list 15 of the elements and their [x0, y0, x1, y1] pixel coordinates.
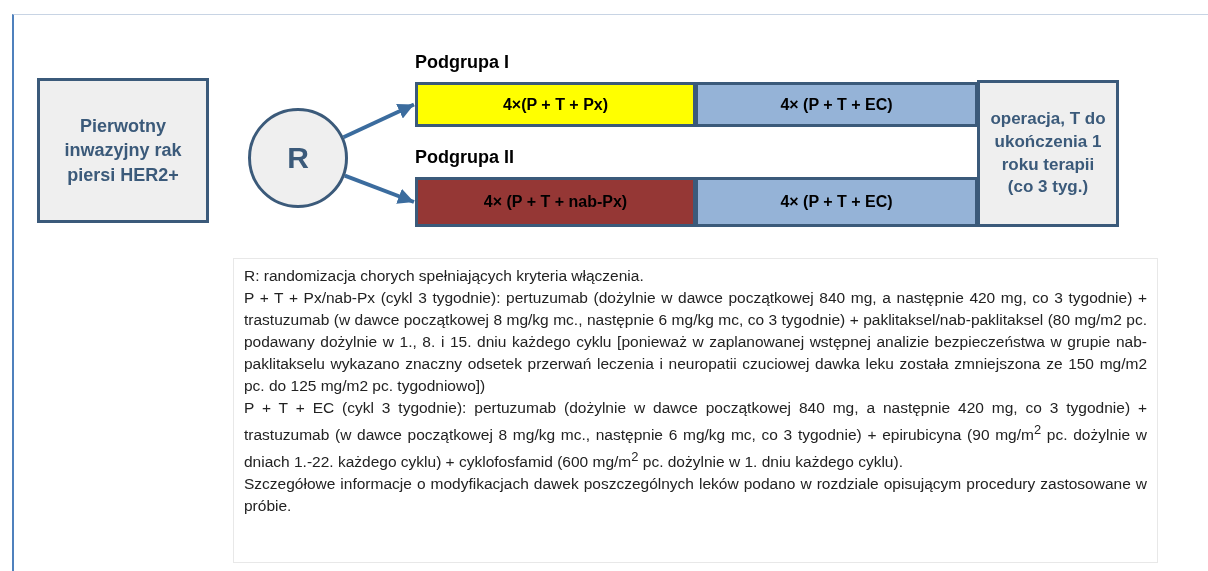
surgery-box: operacja, T do ukończenia 1 roku terapii (co 3 tyg.) [977, 80, 1119, 227]
note-paragraph: Szczegółowe informacje o modyfikacjach dawek poszczególnych leków podano w rozdziale opisującym procedury zastosowane w próbie. [244, 474, 1147, 517]
arrow [342, 102, 415, 140]
treatment-box: 4× (P + T + EC) [695, 177, 978, 227]
note-paragraph: P + T + Px/nab-Px (cykl 3 tygodnie): pertuzumab (dożylnie w dawce początkowej 840 mg, a następnie 420 mg, co 3 tygodnie) + trastuzumab (w dawce początkowej 8 mg/kg mc., następnie 6 mg/kg mc, co 3 tygodnie) + paklitaksel/nab-paklitaksel (80 mg/m2 pc. podawany dożylnie w 1., 8. i 15. dniu każdego cyklu [ponieważ w zaplanowanej wstępnej analizie bezpieczeństwa w grupie nab-paklitakselu wykazano znaczny odsetek przerwań leczenia i neuropatii czuciowej dawka leku została zmniejszona ze 150 mg/m2 pc. do 125 mg/m2 pc. tygodniowo]) [244, 288, 1147, 396]
treatment-box: 4× (P + T + EC) [695, 82, 978, 127]
arrow [344, 173, 415, 204]
treatment-box: 4× (P + T + nab-Px) [415, 177, 696, 227]
note-paragraph: P + T + EC (cykl 3 tygodnie): pertuzumab (dożylnie w dawce początkowej 840 mg, a następnie 420 mg, co 3 tygodnie) + trastuzumab (w dawce początkowej 8 mg/kg mc., następnie 6 mg/kg mc, co 3 tygodnie) + epirubicyna (90 mg/m$^{2}$ pc. dożylnie w dniach 1.-22. każdego cyklu) + cyklofosfamid (600 mg/m$^{2}$ pc. dożylnie w 1. dniu każdego cyklu). [244, 398, 1147, 473]
randomization-circle: R [248, 108, 348, 208]
group-heading: Podgrupa II [415, 147, 514, 168]
treatment-box: 4×(P + T + Px) [415, 82, 696, 127]
entry-box: Pierwotny inwazyjny rak piersi HER2+ [37, 78, 209, 223]
group-heading: Podgrupa I [415, 52, 509, 73]
note-paragraph: R: randomizacja chorych spełniających kryteria włączenia. [244, 266, 645, 286]
